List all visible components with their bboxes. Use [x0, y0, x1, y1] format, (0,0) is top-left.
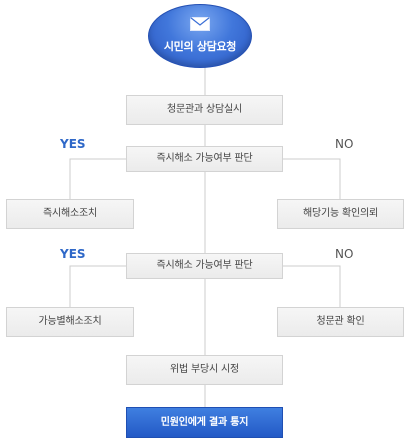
branch-label-yes: YES	[60, 137, 86, 151]
step-hearing-officer-check: 청문관 확인	[277, 307, 404, 337]
step-request-department-check: 해당기능 확인의뢰	[277, 199, 404, 229]
branch-label-no: NO	[335, 247, 354, 261]
step-immediate-action: 즉시해소조치	[6, 199, 134, 229]
branch-label-no: NO	[335, 137, 354, 151]
start-label: 시민의 상담요청	[163, 40, 237, 53]
step-notify-result: 민원인에게 결과 통지	[126, 407, 283, 438]
start-node-citizen-request: 시민의 상담요청	[148, 4, 252, 68]
mail-icon	[190, 17, 210, 31]
step-department-action: 가능별해소조치	[6, 307, 134, 337]
step-correction: 위법 부당시 시정	[126, 355, 283, 385]
step-consultation: 청문관과 상담실시	[126, 95, 283, 125]
decision-immediate-resolution-second: 즉시해소 가능여부 판단	[126, 253, 283, 279]
decision-immediate-resolution: 즉시해소 가능여부 판단	[126, 146, 283, 172]
branch-label-yes: YES	[60, 247, 86, 261]
